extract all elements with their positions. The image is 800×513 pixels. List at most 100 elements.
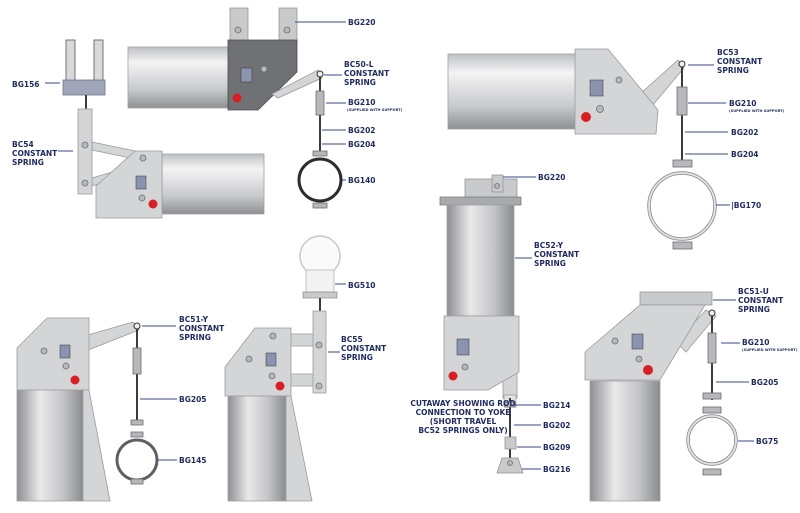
leader-lines: [45, 21, 754, 470]
cutaway-note: CUTAWAY SHOWING ROD: [410, 399, 515, 408]
label-bg202: BG202: [348, 126, 376, 135]
housing: [224, 327, 292, 397]
label-bc50-l: SPRING: [344, 78, 376, 87]
support-fin: [285, 395, 313, 502]
label-bc53: CONSTANT: [717, 57, 763, 66]
indicator-dot: [581, 112, 591, 122]
clamp-bolt: [312, 150, 328, 157]
pivot-pin: [269, 332, 277, 340]
spring-can: [589, 380, 661, 502]
label-bc51-u: BC51-U: [738, 287, 769, 296]
housing: [16, 317, 90, 391]
turnbuckle: [315, 90, 325, 116]
bc50-l-assembly: [127, 7, 343, 209]
pivot-pin: [611, 337, 619, 345]
clamp-bolt: [312, 202, 328, 209]
bc52-y-assembly: [439, 174, 524, 474]
housing: [95, 150, 163, 219]
pivot-pin: [81, 141, 89, 149]
travel-stop: [635, 355, 643, 363]
flange: [439, 196, 522, 206]
label-bg204: BG204: [731, 150, 759, 159]
pivot-pin: [316, 70, 324, 78]
bc51-u-assembly: [584, 291, 738, 502]
beam-attachment: [62, 79, 106, 96]
label-bc55: BC55: [341, 335, 363, 344]
pipe-clamp: [115, 438, 159, 482]
label-bg75: BG75: [756, 437, 778, 446]
spring-can: [446, 204, 515, 317]
lever-arm: [289, 373, 315, 387]
pin: [507, 460, 513, 466]
load-scale-plate: [265, 352, 277, 367]
pipe-clamp: [297, 157, 343, 203]
turnbuckle: [676, 86, 688, 116]
indicator-dot: [275, 381, 285, 391]
label-bc53: BC53: [717, 48, 739, 57]
bc54-assembly: [62, 39, 265, 219]
housing: [574, 48, 659, 135]
pivot-pin: [81, 179, 89, 187]
pivot-pin: [708, 309, 716, 317]
support-fin: [82, 389, 111, 502]
spring-can: [447, 53, 577, 130]
bc51-y-assembly: [16, 317, 159, 502]
label-bc51-y: SPRING: [179, 333, 211, 342]
pivot-pin: [133, 322, 141, 330]
label-bg170: |BG170: [731, 201, 761, 211]
label-bc55: SPRING: [341, 353, 373, 362]
load-scale-plate: [135, 175, 147, 190]
top-plate: [639, 291, 713, 306]
label-bc52-y: SPRING: [534, 259, 566, 268]
label-bg214: BG214: [543, 401, 571, 410]
travel-stop: [138, 194, 146, 202]
lever-arm: [289, 333, 315, 347]
pipe-clamp-highlight: [648, 172, 716, 240]
load-scale-plate: [589, 79, 604, 97]
pipe-saddle: [305, 269, 335, 293]
label-bg205: BG205: [179, 395, 207, 404]
clamp-bolt: [702, 468, 722, 476]
weldless-eye-nut: [504, 436, 517, 450]
lever-arm: [271, 69, 323, 99]
load-scale-plate: [631, 333, 644, 350]
indicator-dot: [643, 365, 653, 375]
label-bg210-note: (SUPPLIED WITH SUPPORT): [347, 108, 403, 112]
load-scale-plate: [456, 338, 470, 356]
spring-can: [16, 389, 84, 502]
label-bg204: BG204: [348, 140, 376, 149]
rod-clevis: [65, 39, 76, 83]
bolt: [234, 26, 242, 34]
pivot-pin: [315, 382, 323, 390]
part-labels: BG220 BC50-L CONSTANT SPRING BG210 (SUPP…: [12, 18, 798, 474]
load-scale-plate: [59, 344, 71, 359]
pivot-pin: [315, 341, 323, 349]
clamp-bolt: [672, 241, 693, 250]
clamp-bolt: [672, 159, 693, 168]
label-bg210-note: (SUPPLIED WITH SUPPORT): [729, 109, 785, 113]
indicator-dot: [70, 375, 80, 385]
pivot-pin: [260, 65, 268, 73]
pivot-pin: [139, 154, 147, 162]
bc55-assembly: [224, 235, 341, 502]
label-bc52-y: BC52-Y: [534, 241, 564, 250]
travel-stop: [461, 363, 469, 371]
clamp-bolt: [702, 392, 722, 400]
label-bg220: BG220: [348, 18, 376, 27]
label-bg210: BG210: [348, 98, 376, 107]
pivot-pin: [678, 60, 686, 68]
label-bc50-l: CONSTANT: [344, 69, 390, 78]
label-bg210: BG210: [742, 338, 770, 347]
label-bc51-u: CONSTANT: [738, 296, 784, 305]
label-bg145: BG145: [179, 456, 207, 465]
label-bc51-y: CONSTANT: [179, 324, 225, 333]
label-bc54: CONSTANT: [12, 149, 58, 158]
label-bg510: BG510: [348, 281, 376, 290]
bolt: [283, 26, 291, 34]
label-bc55: CONSTANT: [341, 344, 387, 353]
label-bg140: BG140: [348, 176, 376, 185]
travel-stop: [62, 362, 70, 370]
indicator-dot: [232, 93, 242, 103]
pivot-pin: [615, 76, 623, 84]
label-bc51-u: SPRING: [738, 305, 770, 314]
